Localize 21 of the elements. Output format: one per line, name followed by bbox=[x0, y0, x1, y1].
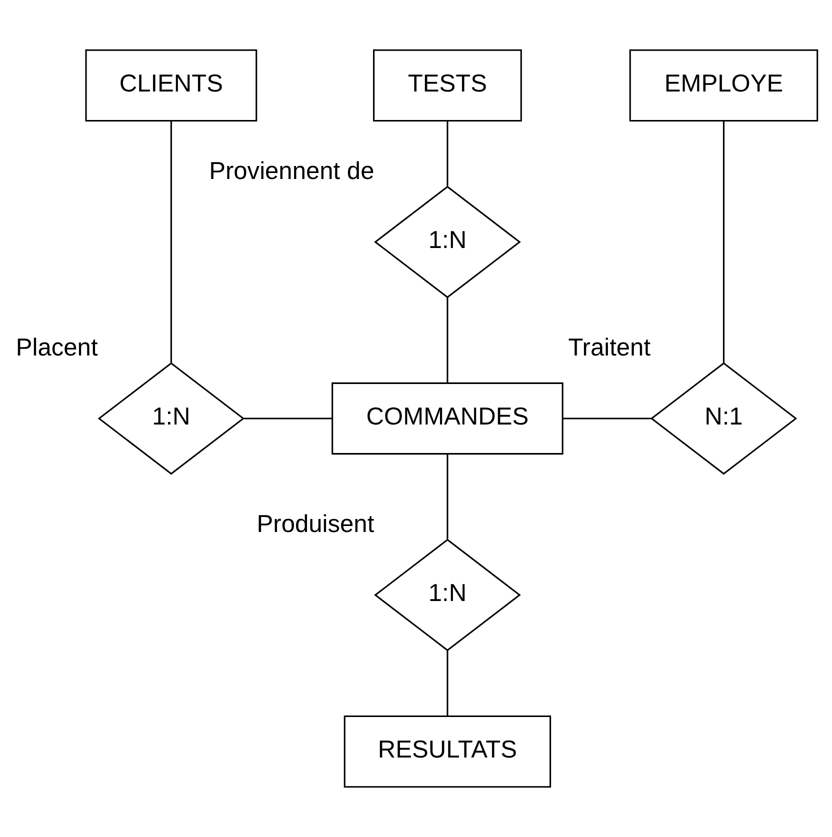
connector bbox=[446, 297, 448, 383]
node-diamond: N:1 bbox=[650, 362, 798, 475]
node-label: Proviennent de bbox=[209, 158, 374, 185]
connector bbox=[244, 418, 332, 420]
connector bbox=[562, 418, 652, 420]
node-box: EMPLOYE bbox=[629, 49, 818, 122]
node-diamond: 1:N bbox=[374, 538, 521, 652]
node-label: Produisent bbox=[256, 510, 374, 538]
connector bbox=[170, 121, 172, 363]
node-box: TESTS bbox=[373, 49, 522, 122]
node-label: Traitent bbox=[568, 334, 651, 362]
connector bbox=[446, 120, 448, 186]
node-box: RESULTATS bbox=[344, 716, 552, 788]
node-label: Placent bbox=[16, 334, 98, 362]
connector bbox=[722, 120, 724, 363]
node-diamond: 1:N bbox=[98, 362, 245, 475]
node-box: CLIENTS bbox=[85, 49, 258, 122]
connector bbox=[446, 454, 448, 540]
node-diamond: 1:N bbox=[374, 186, 521, 298]
connector bbox=[446, 650, 448, 716]
node-box: COMMANDES bbox=[332, 382, 564, 455]
